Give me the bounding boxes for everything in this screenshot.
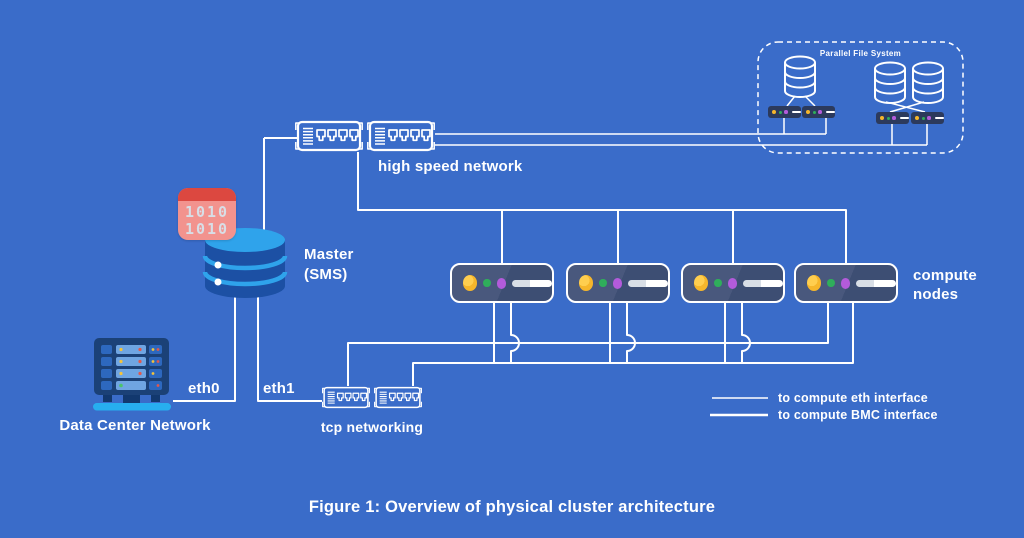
- parallel-file-system-box: [757, 41, 964, 154]
- storage-cylinder-icons: [784, 55, 944, 104]
- led-yellow-icon: [915, 115, 920, 121]
- drive-slot-icon: [792, 110, 801, 114]
- legend-bmc-label: to compute BMC interface: [778, 408, 938, 422]
- high-speed-network-switch-icon: [295, 120, 435, 152]
- drive-slot-icon: [856, 279, 896, 287]
- drive-slot-icon: [512, 279, 552, 287]
- led-purple-icon: [496, 277, 507, 289]
- compute-node: [450, 263, 554, 303]
- compute-node: [681, 263, 785, 303]
- master-label: Master: [304, 246, 354, 263]
- led-purple-icon: [727, 277, 738, 289]
- led-yellow-icon: [807, 275, 822, 291]
- led-yellow-icon: [694, 275, 709, 291]
- drive-slot-icon: [900, 116, 909, 120]
- high-speed-network-label: high speed network: [378, 158, 523, 175]
- figure-caption: Figure 1: Overview of physical cluster a…: [308, 498, 716, 516]
- led-yellow-icon: [880, 115, 885, 121]
- compute-node: [794, 263, 898, 303]
- compute-nodes-label: compute: [913, 267, 977, 284]
- compute-nodes-label: nodes: [913, 286, 959, 303]
- tcp-networking-switch-icon: [322, 386, 422, 409]
- led-yellow-icon: [463, 275, 478, 291]
- binary-chip-icon: 1010 1010: [178, 188, 236, 240]
- led-yellow-icon: [579, 275, 594, 291]
- data-center-network-icon: [93, 338, 171, 411]
- drive-slot-icon: [826, 110, 835, 114]
- led-green-icon: [921, 116, 925, 120]
- compute-node: [566, 263, 670, 303]
- eth0-label: eth0: [188, 380, 220, 397]
- led-purple-icon: [612, 277, 623, 289]
- led-purple-icon: [840, 277, 851, 289]
- chip-binary-row: 1010: [184, 220, 230, 238]
- pfs-server: [876, 112, 909, 124]
- chip-binary-row: 1010: [184, 203, 230, 221]
- eth1-label: eth1: [263, 380, 295, 397]
- led-green-icon: [714, 279, 722, 287]
- master-sms-label: (SMS): [304, 266, 348, 283]
- legend-eth-label: to compute eth interface: [778, 391, 928, 405]
- led-purple-icon: [927, 116, 931, 120]
- drive-slot-icon: [628, 279, 668, 287]
- chip-top-band: [178, 188, 236, 201]
- tcp-networking-label: tcp networking: [320, 419, 424, 435]
- led-green-icon: [812, 110, 816, 114]
- led-green-icon: [778, 110, 782, 114]
- led-green-icon: [599, 279, 607, 287]
- pfs-server: [802, 106, 835, 118]
- parallel-file-system-title: Parallel File System: [819, 49, 902, 58]
- data-center-network-label: Data Center Network: [59, 417, 211, 434]
- led-yellow-icon: [772, 109, 777, 115]
- led-green-icon: [827, 279, 835, 287]
- led-green-icon: [886, 116, 890, 120]
- master-database-icon: [202, 228, 288, 298]
- led-yellow-icon: [806, 109, 811, 115]
- led-green-icon: [483, 279, 491, 287]
- led-purple-icon: [818, 110, 822, 114]
- pfs-server: [911, 112, 944, 124]
- drive-slot-icon: [743, 279, 783, 287]
- led-purple-icon: [892, 116, 896, 120]
- pfs-server: [768, 106, 801, 118]
- drive-slot-icon: [935, 116, 944, 120]
- led-purple-icon: [784, 110, 788, 114]
